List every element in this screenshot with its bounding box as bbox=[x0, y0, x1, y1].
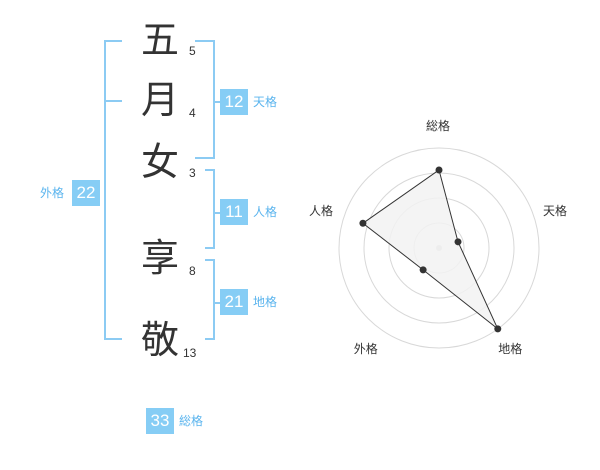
gaikaku-label: 外格 bbox=[40, 186, 65, 200]
surname-char-2: 月 bbox=[141, 78, 180, 122]
radar-axis-label-4: 人格 bbox=[309, 203, 334, 218]
chikaku-badge: 21 bbox=[220, 289, 248, 315]
tenkaku-badge: 12 bbox=[220, 89, 248, 115]
radar-axis-label-2: 地格 bbox=[498, 341, 523, 356]
radar-axis-label-3: 外格 bbox=[353, 341, 378, 356]
surname-char-1: 五 bbox=[141, 18, 180, 62]
jinkaku-label: 人格 bbox=[253, 205, 278, 219]
soukaku-label: 総格 bbox=[179, 414, 204, 428]
surname-char-3: 女 bbox=[141, 140, 180, 184]
radar-point-3 bbox=[419, 266, 427, 274]
jinkaku-badge: 11 bbox=[220, 199, 248, 225]
radar-point-0 bbox=[435, 166, 443, 174]
radar-axis-label-1: 天格 bbox=[542, 203, 567, 218]
chikaku-label: 地格 bbox=[253, 295, 278, 309]
outer-bracket-top bbox=[104, 40, 122, 42]
surname-char-3-strokes: 3 bbox=[189, 166, 196, 180]
radar-axis-label-0: 総格 bbox=[426, 119, 451, 133]
given-char-1: 享 bbox=[141, 236, 180, 280]
surname-char-1-strokes: 5 bbox=[189, 44, 196, 58]
radar-ring-4 bbox=[338, 147, 540, 349]
soukaku-badge: 33 bbox=[146, 408, 174, 434]
radar-point-4 bbox=[359, 219, 367, 227]
radar-series-polygon bbox=[362, 169, 499, 330]
given-char-1-strokes: 8 bbox=[189, 264, 196, 278]
outer-bracket-vertical bbox=[104, 40, 106, 340]
given-char-2: 敬 bbox=[141, 318, 180, 362]
outer-bracket-bottom bbox=[104, 338, 122, 340]
radar-point-2 bbox=[494, 325, 502, 333]
gaikaku-badge: 22 bbox=[72, 180, 100, 206]
radar-point-1 bbox=[454, 238, 462, 246]
given-char-2-strokes: 13 bbox=[183, 346, 197, 360]
tenkaku-label: 天格 bbox=[253, 95, 278, 109]
outer-bracket-mid bbox=[104, 100, 122, 102]
surname-char-2-strokes: 4 bbox=[189, 106, 196, 120]
